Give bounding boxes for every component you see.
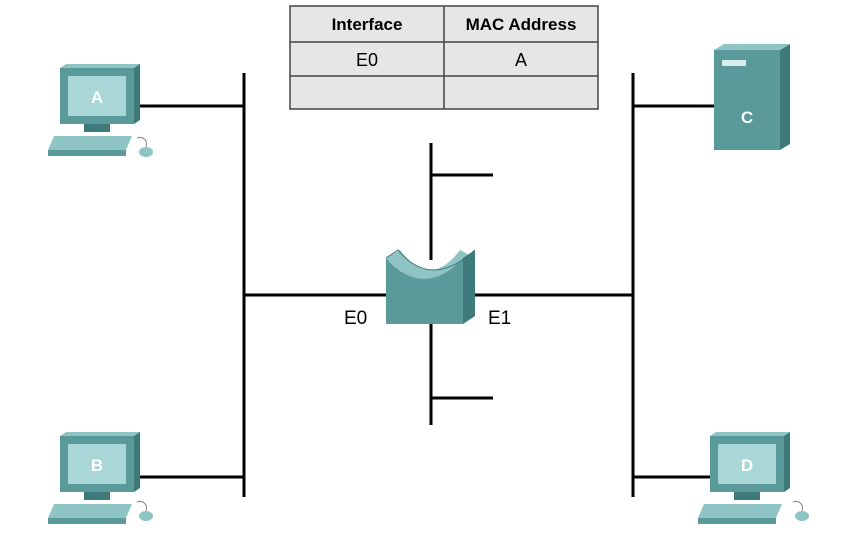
bridge-port-e1-label: E1 [488,308,511,329]
network-segments [140,73,714,497]
host-label: B [91,456,103,475]
host-label: C [741,108,753,127]
workstation-icon [698,432,809,524]
table-header-interface: Interface [332,15,403,34]
host-label: D [741,456,753,475]
bridge[interactable] [385,249,476,324]
server-icon [714,44,790,150]
table-cell-mac-address: A [515,50,527,70]
host-b[interactable]: B [48,432,153,524]
host-label: A [91,88,103,107]
workstation-icon [48,64,153,157]
table-cell-interface: E0 [356,50,378,70]
bridge-port-e0-label: E0 [344,308,367,329]
host-a[interactable]: A [48,64,153,157]
table-header-mac-address: MAC Address [466,15,577,34]
host-d[interactable]: D [698,432,809,524]
mac-address-table: Interface MAC Address E0 A [289,5,599,110]
bridge-icon [385,249,476,324]
host-c[interactable]: C [714,44,790,150]
workstation-icon [48,432,153,524]
